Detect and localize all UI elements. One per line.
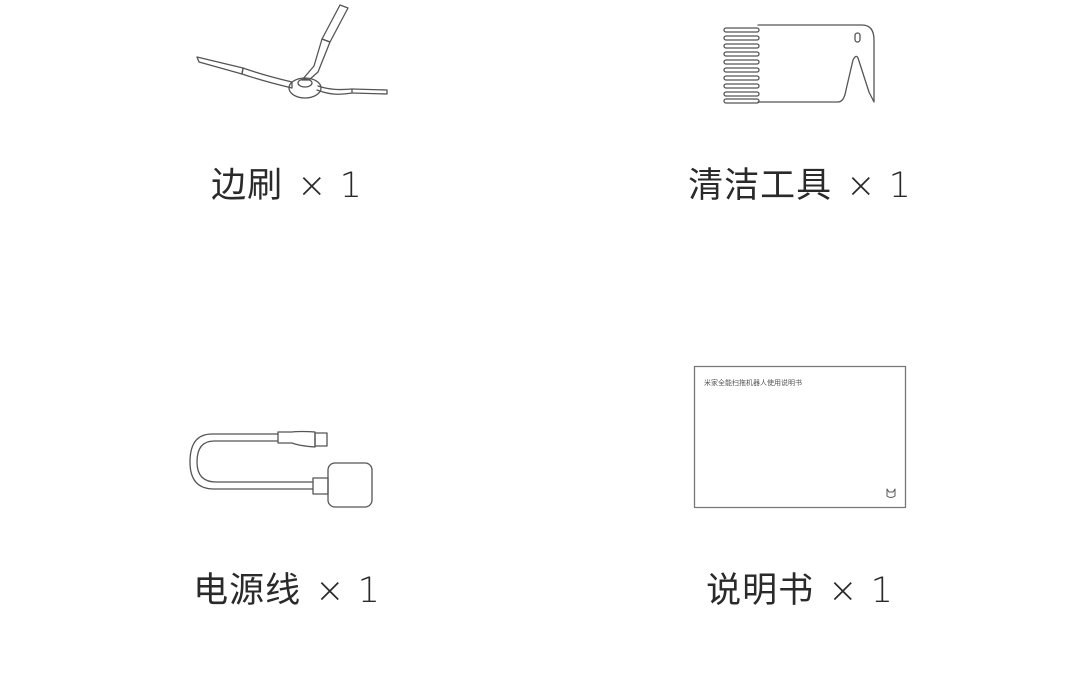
item-name: 边刷: [211, 166, 284, 206]
item-name: 说明书: [706, 571, 815, 611]
manual-cover-title: 米家全能扫拖机器人使用说明书: [704, 379, 802, 387]
cleaning-tool-illustration: [723, 24, 875, 104]
power-cable-illustration: [189, 430, 373, 508]
item-quantity: × 1: [846, 166, 912, 206]
side-brush-illustration: [196, 4, 388, 99]
item-label-power-cable: 电源线 × 1: [87, 571, 487, 611]
manual-illustration: [693, 365, 907, 509]
item-name: 清洁工具: [688, 166, 833, 206]
item-quantity: × 1: [297, 166, 363, 206]
mi-logo-icon: [886, 488, 896, 498]
item-label-side-brush: 边刷 × 1: [87, 166, 487, 206]
item-name: 电源线: [193, 571, 302, 611]
item-label-manual: 说明书 × 1: [600, 571, 1000, 611]
item-quantity: × 1: [315, 571, 381, 611]
item-quantity: × 1: [828, 571, 894, 611]
item-label-cleaning-tool: 清洁工具 × 1: [600, 166, 1000, 206]
